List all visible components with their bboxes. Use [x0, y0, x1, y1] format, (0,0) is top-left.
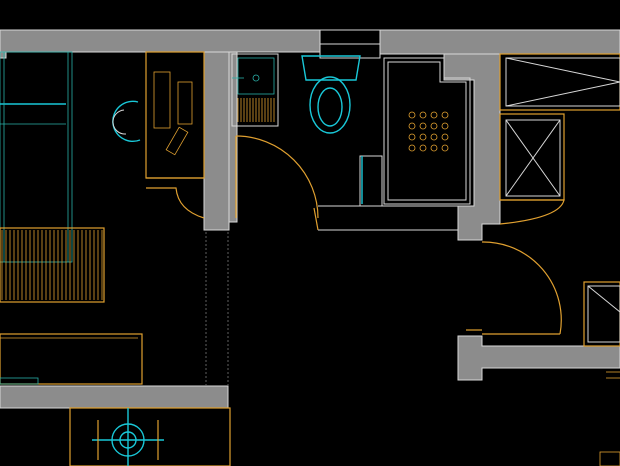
drain-hole — [419, 122, 427, 130]
drain-hole — [419, 144, 427, 152]
washbasin — [231, 53, 279, 127]
shelf-diag-a — [505, 57, 620, 83]
drain-hole — [430, 144, 438, 152]
table-ring-outer — [111, 423, 145, 457]
vanity-hatch — [237, 98, 275, 122]
shower-drain-grid — [408, 111, 449, 152]
wall-pillar-a — [203, 51, 230, 231]
drain-hole — [408, 111, 416, 119]
table-ring-inner — [119, 431, 137, 449]
door-swing-bath — [235, 135, 319, 219]
drain-hole — [419, 133, 427, 141]
drain-hole — [430, 133, 438, 141]
walls — [0, 29, 620, 409]
drain-hole — [408, 122, 416, 130]
desk-door-swing — [146, 177, 205, 219]
side-stub-c — [599, 451, 620, 466]
toilet-tank — [301, 55, 361, 81]
cabinet-diag-b — [505, 119, 561, 197]
desk-top — [145, 51, 205, 179]
drain — [252, 74, 260, 82]
side-unit — [583, 281, 620, 347]
drain-hole — [441, 111, 449, 119]
drain-hole — [441, 144, 449, 152]
wall-bottom-right — [457, 335, 620, 381]
shelf-diag-b — [505, 81, 620, 107]
toilet-seat — [317, 87, 343, 127]
shower — [383, 57, 471, 205]
sofa — [0, 333, 143, 385]
side-unit-inner — [587, 285, 620, 343]
drain-hole — [430, 111, 438, 119]
bathroom-door — [235, 135, 319, 231]
wall-pillar-b — [228, 51, 238, 223]
wall-stub-left — [0, 51, 7, 59]
drain-hole — [408, 144, 416, 152]
toilet-bowl — [309, 76, 351, 134]
shower-tray — [383, 57, 471, 205]
bed — [0, 51, 73, 263]
wall-bottom-left — [0, 385, 229, 409]
shower-tray-inner — [387, 61, 467, 201]
drain-hole — [419, 111, 427, 119]
basin — [237, 57, 275, 95]
partition — [359, 155, 383, 207]
chair-back — [112, 109, 127, 135]
shelf-outer — [499, 53, 620, 111]
cabinet-inner — [505, 119, 561, 197]
keyboard — [165, 126, 189, 156]
drain-hole — [441, 122, 449, 130]
table-frame — [69, 407, 231, 466]
desk-drawer — [177, 81, 193, 125]
corridor-door — [466, 241, 562, 335]
drain-hole — [430, 122, 438, 130]
cabinet-swing — [499, 199, 565, 225]
drain-hole — [441, 133, 449, 141]
storage-shelving — [499, 53, 620, 466]
sofa-cushion — [0, 377, 39, 385]
monitor — [153, 71, 171, 129]
vanity — [231, 53, 279, 127]
drain-hole — [408, 133, 416, 141]
desk-chair — [112, 100, 141, 143]
desk — [145, 51, 205, 219]
shelf-inner — [505, 57, 620, 107]
round-table — [69, 407, 231, 466]
wall-top-right — [379, 29, 620, 55]
toilet — [301, 29, 381, 134]
door-swing-corridor — [481, 241, 562, 335]
rug-outline — [0, 227, 105, 303]
wall-top-left — [0, 29, 321, 53]
sofa-body — [0, 333, 143, 385]
side-unit-diag — [587, 285, 620, 313]
door-stop-bath — [313, 207, 319, 231]
rug-hatch — [1, 230, 103, 300]
chair-seat — [112, 100, 141, 143]
bed-frame — [0, 51, 73, 263]
